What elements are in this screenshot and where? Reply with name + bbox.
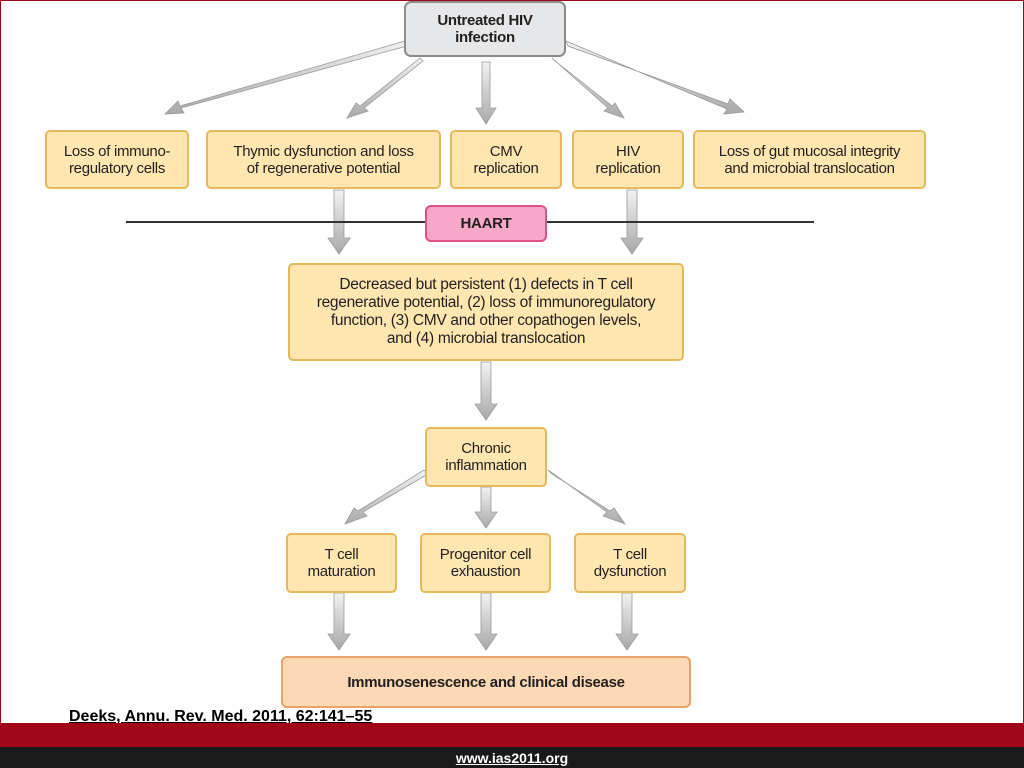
cause-box-immunoregulatory: Loss of immuno- regulatory cells <box>45 130 189 189</box>
persistent-defects-box: Decreased but persistent (1) defects in … <box>288 263 684 361</box>
cause-label: HIV replication <box>595 142 661 177</box>
footer-url-link[interactable]: www.ias2011.org <box>455 750 569 766</box>
cause-box-hiv: HIV replication <box>572 130 684 189</box>
arrow-top-to-cause-2 <box>346 57 424 119</box>
effect-label: T cell maturation <box>307 546 376 580</box>
footer-black-band <box>0 747 1024 768</box>
chronic-inflammation-box: Chronic inflammation <box>425 427 547 487</box>
haart-label: HAART <box>460 215 512 232</box>
effect-box-t-cell-maturation: T cell maturation <box>286 533 397 593</box>
cause-label: Loss of gut mucosal integrity and microb… <box>718 142 901 177</box>
arrow-inflammation-to-effect-2 <box>474 486 498 529</box>
arrow-inflammation-to-effect-3 <box>547 469 627 525</box>
effect-label: T cell dysfunction <box>593 546 667 580</box>
persistent-defects-label: Decreased but persistent (1) defects in … <box>316 276 656 347</box>
arrow-top-to-cause-5 <box>565 40 745 115</box>
immunosenescence-label: Immunosenescence and clinical disease <box>347 673 625 691</box>
arrow-effect-1-to-final <box>327 592 351 651</box>
arrow-top-to-cause-1 <box>163 40 408 115</box>
arrow-top-to-cause-3 <box>475 61 497 125</box>
arrow-top-to-cause-4 <box>551 57 625 119</box>
untreated-hiv-label: Untreated HIV infection <box>437 12 533 46</box>
cause-box-cmv: CMV replication <box>450 130 562 189</box>
effect-label: Progenitor cell exhaustion <box>439 546 532 580</box>
arrow-persistent-to-inflammation <box>474 361 498 421</box>
immunosenescence-box: Immunosenescence and clinical disease <box>281 656 691 708</box>
cause-box-thymic: Thymic dysfunction and loss of regenerat… <box>206 130 441 189</box>
footer-red-band <box>0 723 1024 747</box>
citation-text: Deeks, Annu. Rev. Med. 2011, 62:141–55 <box>69 708 373 725</box>
cause-box-gut-mucosal: Loss of gut mucosal integrity and microb… <box>693 130 926 189</box>
haart-box: HAART <box>425 205 547 242</box>
untreated-hiv-box: Untreated HIV infection <box>404 1 566 57</box>
cause-label: CMV replication <box>473 142 539 177</box>
cause-label: Thymic dysfunction and loss of regenerat… <box>233 142 414 177</box>
effect-box-t-cell-dysfunction: T cell dysfunction <box>574 533 686 593</box>
chronic-inflammation-label: Chronic inflammation <box>445 440 527 474</box>
effect-box-progenitor-exhaustion: Progenitor cell exhaustion <box>420 533 551 593</box>
cause-label: Loss of immuno- regulatory cells <box>63 142 171 177</box>
arrow-effect-2-to-final <box>474 592 498 651</box>
arrow-effect-3-to-final <box>615 592 639 651</box>
arrow-inflammation-to-effect-1 <box>344 469 429 525</box>
